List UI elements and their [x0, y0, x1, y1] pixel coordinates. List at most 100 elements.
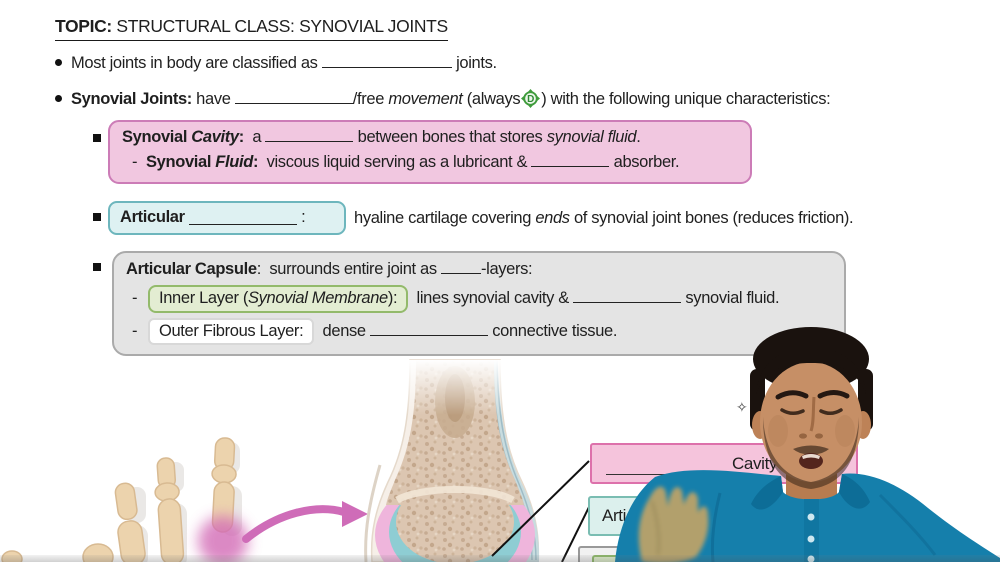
t: synovial fluid.: [685, 289, 780, 308]
blank-line: [573, 290, 682, 304]
inner-layer-chip: Inner Layer (Synovial Membrane):: [148, 285, 409, 313]
page-title: TOPIC: STRUCTURAL CLASS: SYNOVIAL JOINTS: [55, 15, 448, 41]
foot-bones: [1, 437, 242, 562]
joint-highlight: [198, 516, 248, 562]
collar-left: [751, 476, 783, 510]
bullet2-have: have: [196, 90, 231, 108]
bullet2-lead: Synovial Joints:: [71, 90, 192, 108]
label-line-cartilage: [561, 504, 591, 562]
eyebrow-left: [775, 390, 809, 400]
bullet2-free: /free: [352, 90, 385, 108]
synovial-cavity-box: Synovial Cavity: a between bones that st…: [108, 120, 752, 184]
toe-5: [1, 550, 23, 562]
bullet-square-icon: [93, 263, 101, 271]
instructor-figure: [615, 327, 1000, 562]
bullet-dot-icon: [55, 59, 62, 66]
cheek-shade: [768, 415, 788, 447]
nose: [809, 396, 816, 432]
t: :: [238, 128, 245, 146]
t: :: [301, 208, 306, 227]
t: Articular Capsule: [126, 260, 257, 278]
t: -layers:: [480, 260, 533, 278]
collar-right: [839, 474, 870, 509]
articular-cartilage-box: Articular :: [108, 201, 346, 235]
t: -: [132, 289, 138, 308]
t: viscous liquid serving as a lubricant &: [266, 153, 528, 172]
t: of synovial joint bones (reduces frictio…: [573, 209, 854, 227]
t: ends: [535, 209, 570, 227]
bullet2-movement: movement: [388, 90, 463, 108]
t: :: [256, 260, 262, 278]
t: lines synovial cavity &: [416, 289, 570, 308]
eye-right: [819, 408, 843, 415]
button: [807, 535, 815, 543]
topic-text: STRUCTURAL CLASS: SYNOVIAL JOINTS: [116, 16, 448, 36]
condyle: [396, 480, 514, 562]
bone-section: [352, 359, 562, 562]
bone-top-fade: [352, 360, 562, 415]
t: dense: [322, 321, 367, 340]
eyebrow-right: [817, 390, 850, 399]
t: -: [132, 321, 138, 340]
outer-layer-chip: Outer Fibrous Layer:: [148, 317, 315, 346]
teeth: [802, 454, 820, 459]
t: a: [252, 128, 262, 146]
hair-fringe: [756, 347, 866, 395]
bullet2-rest: ) with the following unique characterist…: [541, 90, 831, 108]
person: [615, 327, 1000, 562]
diarthrosis-icon: D: [521, 89, 541, 108]
shirt-fold: [878, 493, 937, 556]
inner-layer-line: -Inner Layer (Synovial Membrane): lines …: [132, 285, 844, 313]
bullet-square-icon: [93, 213, 101, 221]
blank-line: [188, 212, 297, 225]
button: [807, 513, 815, 521]
t: :: [252, 153, 259, 172]
shirt-fold: [710, 492, 722, 562]
toe-4: [82, 543, 114, 562]
t: connective tissue.: [492, 321, 618, 340]
subchondral-line: [395, 486, 515, 504]
t: hyaline cartilage covering: [354, 209, 532, 227]
bullet-most-joints: Most joints in body are classified as jo…: [55, 53, 497, 74]
blank-line: [370, 323, 488, 336]
cheek-shade: [835, 415, 855, 447]
t: surrounds entire joint as: [269, 260, 437, 278]
t: absorber.: [613, 153, 680, 172]
blank-line: [234, 91, 353, 104]
nostril: [799, 433, 807, 439]
bullet2-always: (always: [466, 90, 521, 108]
t: Synovial: [146, 153, 212, 172]
button: [807, 555, 815, 562]
t: synovial fluid: [546, 128, 637, 146]
t: Synovial Membrane: [248, 289, 388, 308]
capsule-line1: Articular Capsule: surrounds entire join…: [126, 259, 844, 280]
mustache: [793, 445, 829, 455]
diarthrosis-letter: D: [527, 94, 534, 105]
capsule-edge: [364, 464, 382, 562]
bullet-synovial-joints: Synovial Joints: have /free movement (al…: [55, 89, 831, 110]
fluid-line2: -Synovial Fluid: viscous liquid serving …: [132, 152, 750, 173]
t: Synovial: [122, 128, 188, 146]
blank-line: [531, 154, 610, 168]
cavity-line1: Synovial Cavity: a between bones that st…: [122, 127, 750, 148]
bullet1-text: Most joints in body are classified as: [71, 54, 318, 72]
joint-diagram: [1, 359, 591, 562]
t: -: [132, 153, 138, 172]
outer-layer-line: -Outer Fibrous Layer: dense connective t…: [132, 317, 844, 346]
t: ):: [387, 289, 398, 308]
t: Inner Layer (: [159, 289, 248, 308]
t: .: [636, 128, 641, 146]
toe-2: [154, 457, 185, 562]
nostril: [815, 433, 823, 439]
topic-label: TOPIC:: [55, 16, 112, 36]
blank-line: [321, 55, 452, 68]
eye-left: [780, 408, 805, 415]
zoom-arrow-head: [342, 501, 368, 527]
bullet1-end: joints.: [456, 54, 497, 72]
t: Articular: [120, 208, 185, 227]
bottom-edge-strip: [0, 555, 1000, 562]
bullet-square-icon: [93, 134, 101, 142]
bullet-dot-icon: [55, 95, 62, 102]
pointing-hand: [638, 486, 709, 562]
